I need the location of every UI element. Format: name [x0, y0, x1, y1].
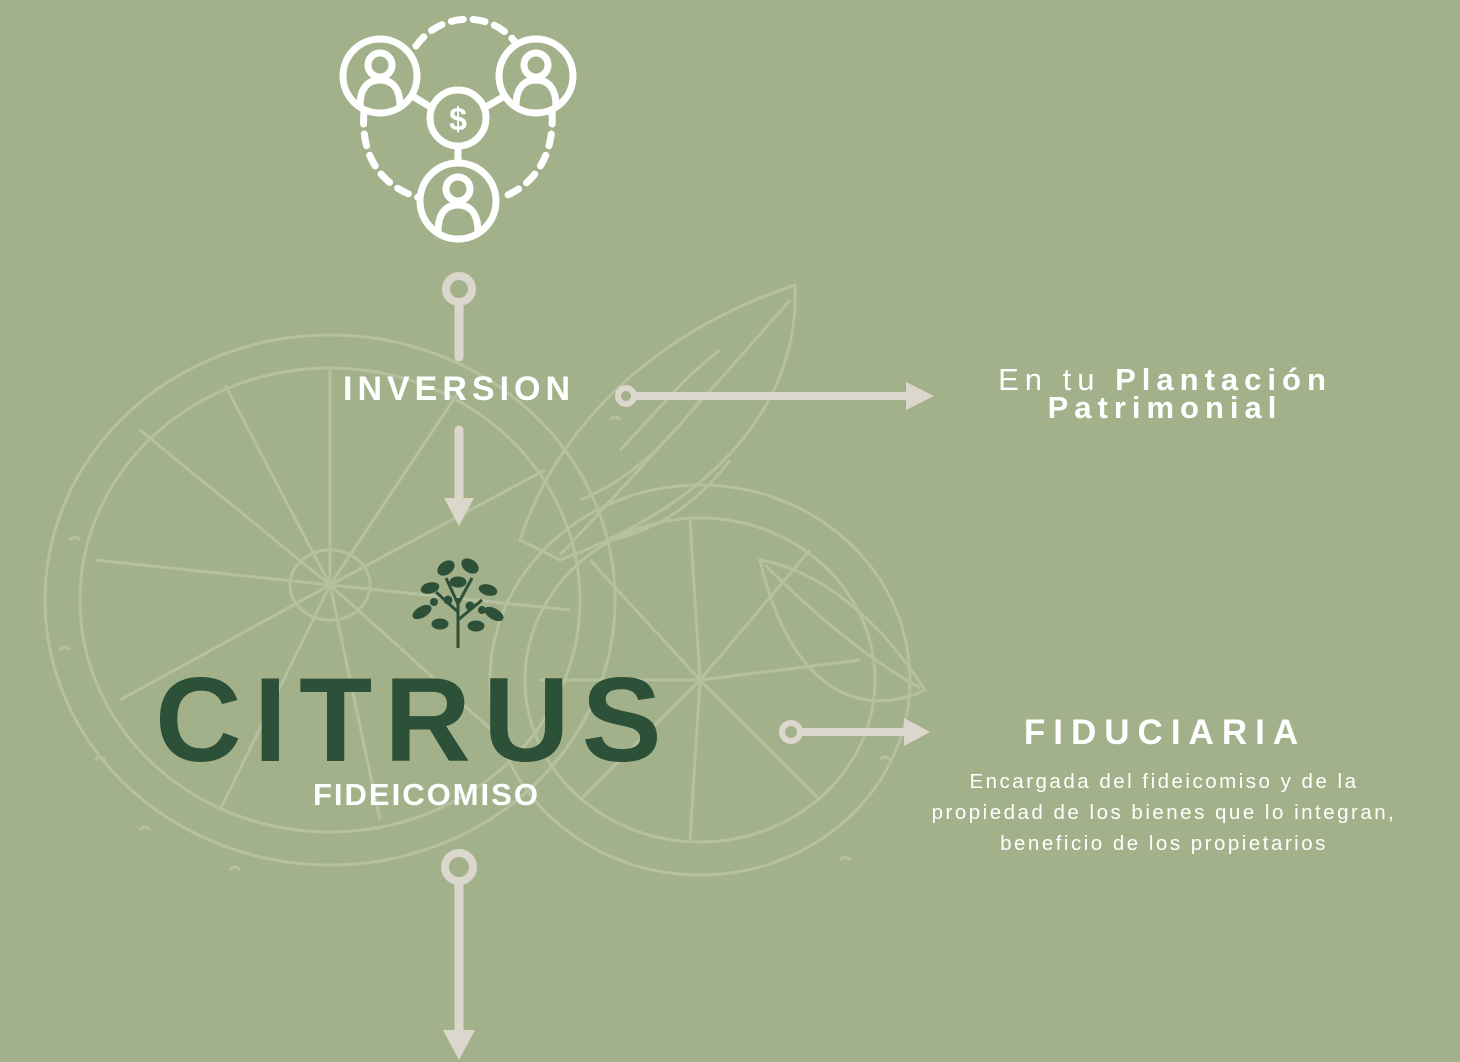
inversion-label: INVERSION	[343, 370, 576, 408]
fiduciaria-description-line: propiedad de los bienes que lo integran,	[931, 801, 1397, 824]
arrow-down-icon	[444, 498, 474, 526]
brand-subtitle: FIDEICOMISO	[313, 777, 540, 812]
callout-emphasis-line1: Plantación	[1115, 362, 1332, 397]
brand-name: CITRUS	[155, 653, 674, 787]
fiduciaria-description: Encargada del fideicomiso y de la propie…	[868, 766, 1460, 859]
arrow-right-icon	[906, 382, 934, 410]
svg-text:$: $	[449, 101, 467, 137]
arrow-right-icon	[904, 718, 930, 746]
plantation-callout: En tu Plantación Patrimonial	[960, 364, 1370, 425]
fiduciaria-title: FIDUCIARIA	[1023, 713, 1307, 752]
callout-emphasis-line2: Patrimonial	[1047, 390, 1283, 425]
fiduciaria-description-line: beneficio de los propietarios	[1000, 832, 1328, 855]
callout-prefix: En tu	[998, 362, 1101, 397]
arrow-down-icon	[443, 1030, 475, 1060]
fiduciaria-description-line: Encargada del fideicomiso y de la	[969, 770, 1359, 793]
